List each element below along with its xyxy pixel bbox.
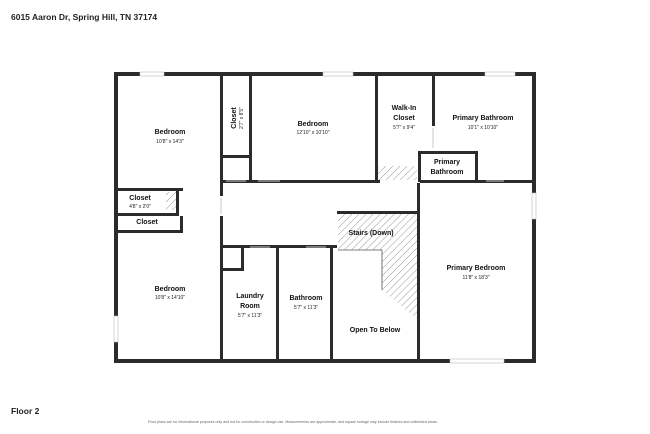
- room-closet-vertical: Closet 2'7" x 8'5": [231, 107, 245, 129]
- walkin-closet-hatch: [377, 166, 417, 180]
- room-closet-hall: Closet 4'8" x 2'0": [129, 195, 151, 210]
- room-closet-hall2: Closet: [136, 219, 158, 226]
- room-primary-bedroom: Primary Bedroom 11'8" x 18'3": [447, 265, 506, 281]
- room-open-below: Open To Below: [350, 327, 401, 334]
- disclaimer: Floor plans are for informational purpos…: [148, 420, 438, 424]
- room-name: Closet: [136, 219, 158, 226]
- room-dims: 10'1" x 10'10": [468, 125, 498, 131]
- room-name-line2: Room: [240, 303, 260, 310]
- room-name: Bedroom: [298, 121, 329, 128]
- room-dims: 10'8" x 14'3": [156, 139, 184, 145]
- room-dims: 4'8" x 2'0": [129, 204, 151, 210]
- stairs-lines: [338, 249, 383, 290]
- room-name-line1: Primary: [434, 159, 460, 166]
- room-dims: 12'10" x 10'10": [297, 130, 330, 136]
- property-address: 6015 Aaron Dr, Spring Hill, TN 37174: [11, 12, 158, 22]
- room-dims: 2'7" x 8'5": [239, 107, 245, 129]
- room-bedroom-sw: Bedroom 10'8" x 14'10": [155, 286, 186, 301]
- doors: [220, 128, 504, 248]
- room-bedroom-center: Bedroom 12'10" x 10'10": [297, 121, 330, 136]
- closet-hall-hatch: [166, 192, 176, 210]
- room-name: Closet: [231, 107, 238, 129]
- room-name: Open To Below: [350, 327, 401, 334]
- room-dims: 11'8" x 18'3": [462, 275, 489, 281]
- room-name: Bedroom: [155, 129, 186, 136]
- room-primary-bathroom: Primary Bathroom 10'1" x 10'10": [452, 115, 513, 131]
- room-bathroom: Bathroom 5'7" x 11'3": [289, 295, 322, 311]
- room-bedroom-nw: Bedroom 10'8" x 14'3": [155, 129, 186, 145]
- room-name-line1: Laundry: [236, 293, 264, 300]
- room-dims: 5'7" x 9'4": [393, 125, 415, 131]
- room-primary-bathroom-small: Primary Bathroom: [430, 159, 463, 176]
- room-name: Bathroom: [289, 295, 322, 302]
- stairs-hatch: [338, 213, 418, 250]
- room-name-line2: Closet: [393, 115, 415, 122]
- floor-label: Floor 2: [11, 406, 40, 416]
- interior-walls: [118, 76, 532, 359]
- room-dims: 5'7" x 11'3": [238, 313, 262, 319]
- room-dims: 10'8" x 14'10": [155, 295, 185, 301]
- room-name: Bedroom: [155, 286, 186, 293]
- room-name: Primary Bathroom: [452, 115, 513, 122]
- room-name-line1: Walk-In: [392, 105, 417, 112]
- room-name-line2: Bathroom: [430, 169, 463, 176]
- room-dims: 5'7" x 11'3": [294, 305, 318, 311]
- windows: [113, 71, 537, 364]
- room-laundry: Laundry Room 5'7" x 11'3": [236, 293, 264, 319]
- room-walkin-closet: Walk-In Closet 5'7" x 9'4": [392, 105, 417, 131]
- room-name: Stairs (Down): [348, 230, 393, 237]
- room-name: Primary Bedroom: [447, 265, 506, 272]
- room-name: Closet: [129, 195, 151, 202]
- room-stairs: Stairs (Down): [348, 230, 393, 237]
- stairs-hatch-lower: [382, 250, 418, 320]
